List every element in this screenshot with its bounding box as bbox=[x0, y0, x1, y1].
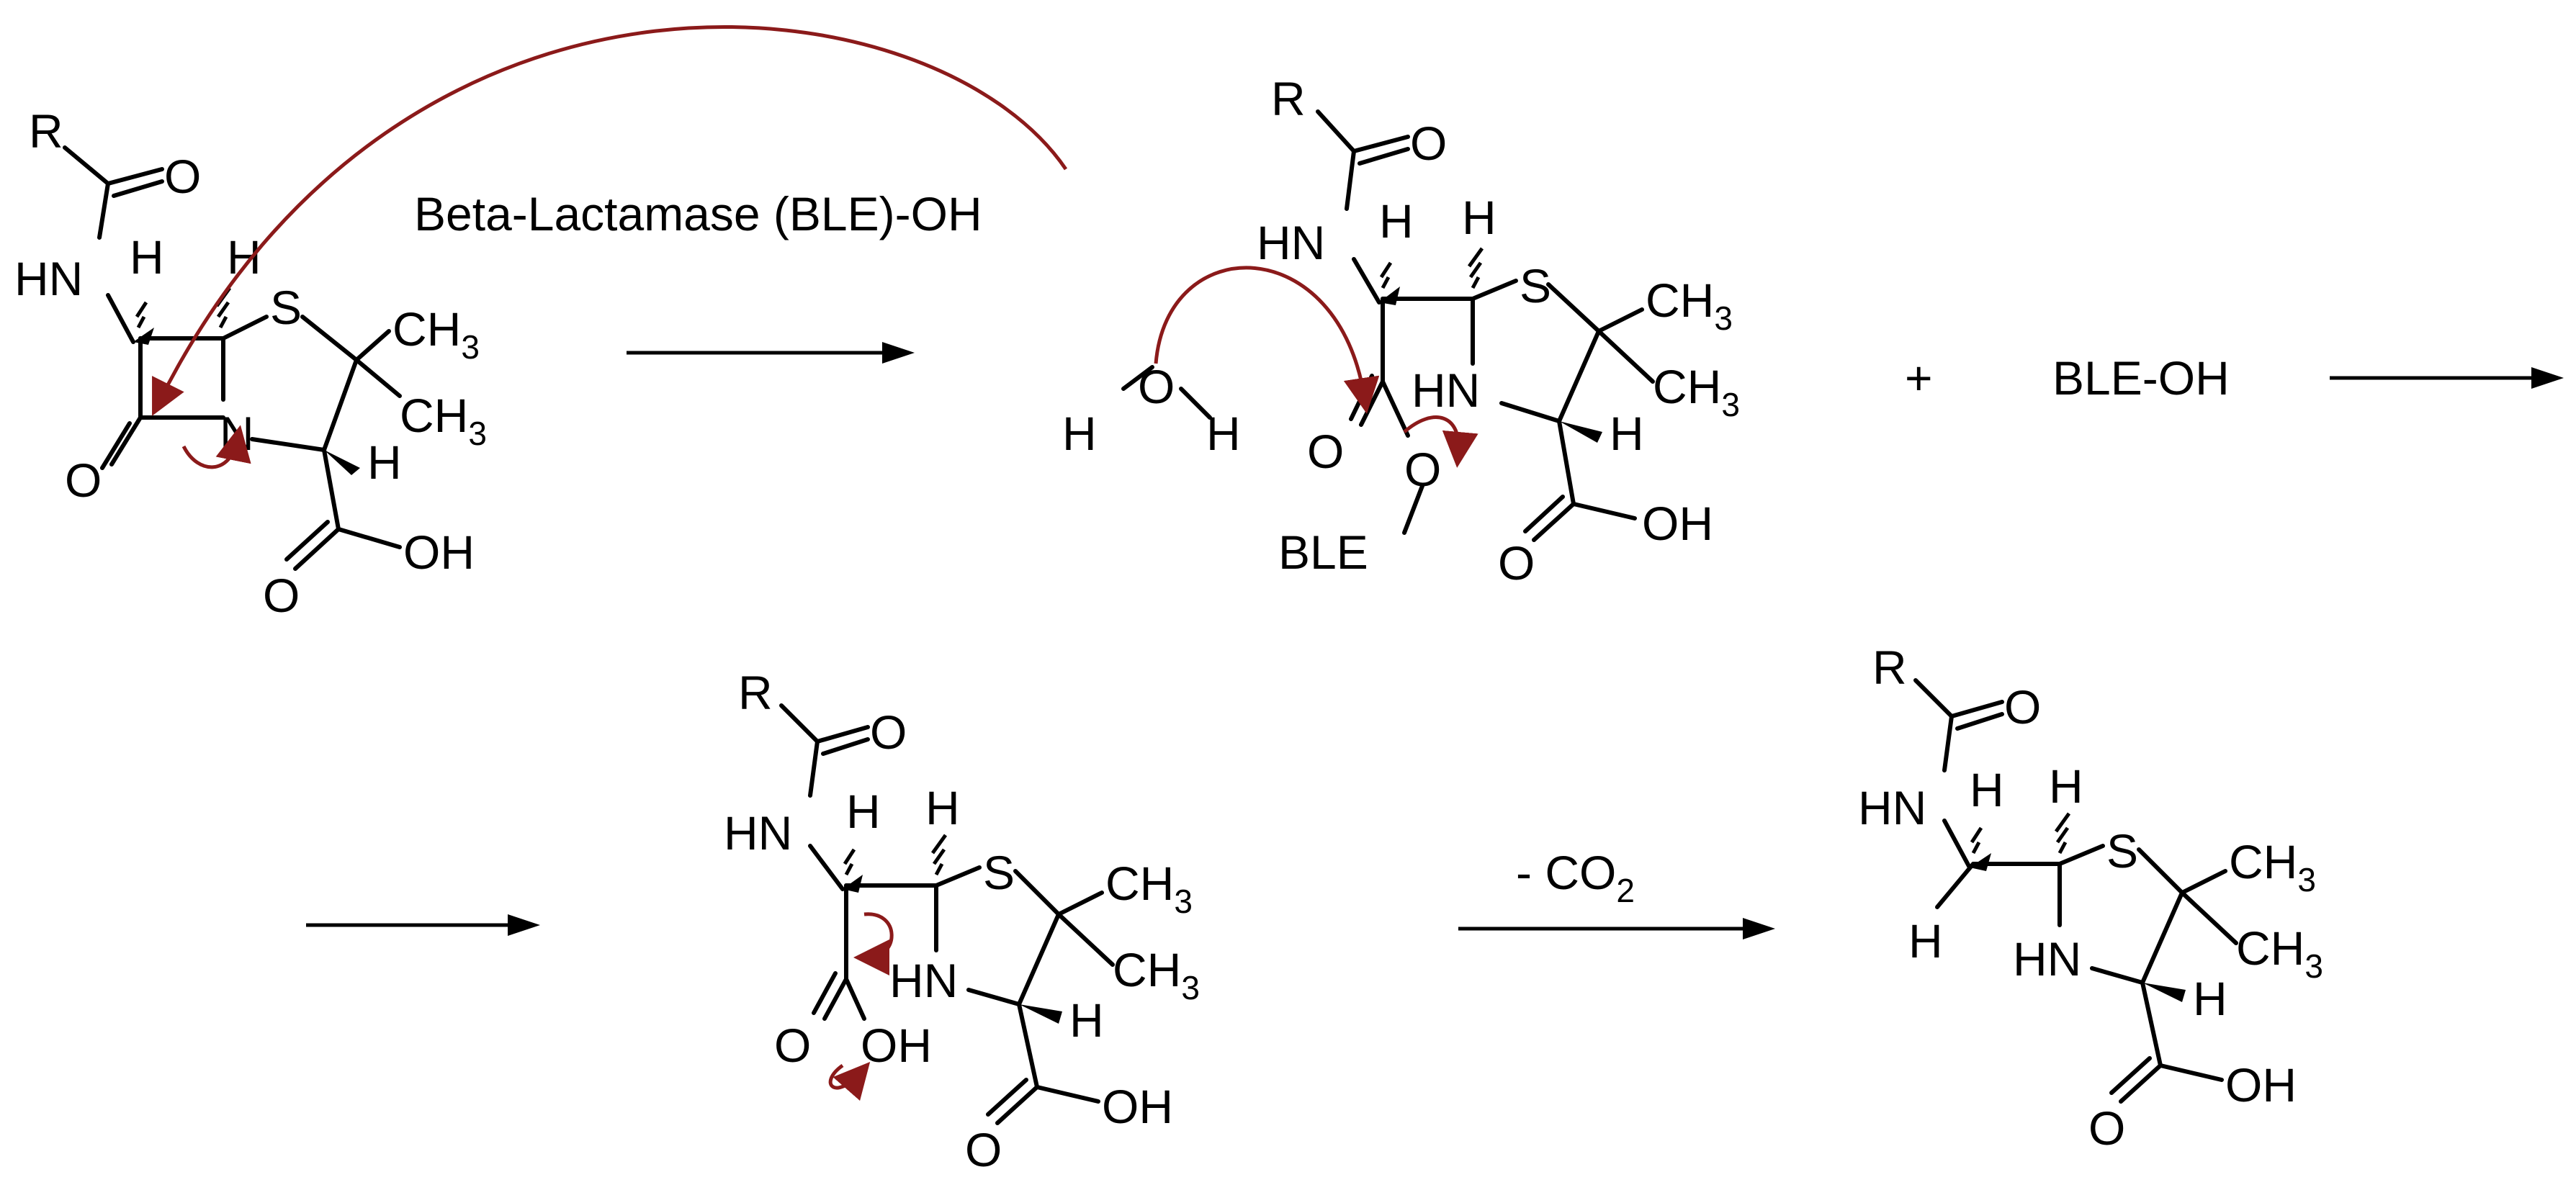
hydrogen-label: H bbox=[2049, 759, 2083, 813]
hydrogen-label: H bbox=[1462, 191, 1496, 244]
hydroxyl-label: OH bbox=[1642, 497, 1713, 550]
reaction-arrow bbox=[1458, 918, 1775, 939]
carboxyl-oh-label: OH bbox=[861, 1019, 932, 1072]
ble-label: BLE bbox=[1278, 526, 1368, 579]
hydrogen-label: H bbox=[2193, 972, 2227, 1025]
water-attack-arrow bbox=[1154, 266, 1380, 414]
carboxyl-oxygen-label: O bbox=[774, 1019, 811, 1072]
nucleophilic-attack-arrow bbox=[152, 25, 1068, 416]
acyl-enzyme-intermediate: R O HN H H S CH3 CH3 HN H O O BLE O OH H… bbox=[1062, 72, 1740, 590]
hydrogen-label: H bbox=[925, 781, 960, 834]
ring-nh-label: HN bbox=[2013, 932, 2081, 986]
amide-nh-label: HN bbox=[14, 252, 83, 305]
carbonyl-oxygen-label: O bbox=[1410, 117, 1447, 170]
ester-oxygen-label: O bbox=[1404, 443, 1441, 496]
r-group-label: R bbox=[1872, 641, 1907, 694]
ring-nh-label: HN bbox=[1412, 364, 1480, 417]
lactam-oxygen-label: O bbox=[65, 454, 102, 507]
sulfur-label: S bbox=[270, 281, 302, 334]
methyl-label: CH3 bbox=[1105, 857, 1193, 920]
methyl-label: CH3 bbox=[2229, 835, 2316, 898]
amide-nh-label: HN bbox=[1257, 216, 1325, 269]
hydrogen-label: H bbox=[367, 436, 402, 489]
acid-oxygen-label: O bbox=[965, 1123, 1002, 1176]
methyl-label: CH3 bbox=[1646, 274, 1733, 337]
methyl-label: CH3 bbox=[1653, 360, 1740, 423]
hydrogen-label: H bbox=[846, 785, 881, 838]
penicillin-molecule: R O HN H H S N O H CH3 CH3 O OH bbox=[14, 25, 1068, 622]
hydrogen-label: H bbox=[227, 230, 261, 284]
ring-nh-label: HN bbox=[889, 954, 958, 1007]
reaction-arrow bbox=[627, 342, 915, 364]
hydrogen-label: H bbox=[1610, 407, 1644, 460]
sulfur-label: S bbox=[983, 846, 1015, 899]
methyl-label: CH3 bbox=[392, 302, 480, 366]
plus-sign: + bbox=[1905, 351, 1933, 405]
methyl-label: CH3 bbox=[2236, 921, 2323, 985]
reagent-label: Beta-Lactamase (BLE)-OH bbox=[414, 187, 982, 240]
ester-cleavage-arrow bbox=[1403, 415, 1478, 468]
decarboxylation-arrow bbox=[853, 912, 894, 975]
sulfur-label: S bbox=[1520, 259, 1551, 312]
proton-transfer-arrow bbox=[828, 1061, 871, 1101]
amide-nh-label: HN bbox=[1858, 781, 1926, 834]
r-group-label: R bbox=[1271, 72, 1306, 125]
co2-loss-label: - CO2 bbox=[1516, 846, 1635, 909]
hydrogen-label: H bbox=[1069, 993, 1104, 1047]
hydroxyl-label: OH bbox=[1102, 1080, 1173, 1133]
reaction-arrow bbox=[306, 914, 540, 936]
hydrogen-label: H bbox=[130, 230, 164, 284]
penilloic-acid-molecule: R O HN H H S CH3 CH3 H HN H O OH bbox=[1858, 641, 2323, 1155]
water-h-label: H bbox=[1206, 407, 1241, 460]
carbonyl-oxygen-label: O bbox=[870, 706, 907, 759]
amide-nh-label: HN bbox=[724, 806, 792, 860]
penicilloic-acid-molecule: R O HN H H S CH3 CH3 HN H O OH O OH bbox=[724, 666, 1200, 1176]
bond-cleavage-arrow bbox=[181, 425, 251, 469]
carbonyl-oxygen-label: O bbox=[164, 150, 201, 203]
sulfur-label: S bbox=[2106, 824, 2138, 878]
hydrogen-label: H bbox=[1908, 914, 1943, 968]
carbonyl-oxygen-label: O bbox=[2004, 680, 2041, 734]
methyl-label: CH3 bbox=[1113, 943, 1200, 1006]
water-o-label: O bbox=[1138, 360, 1175, 413]
ble-oh-label: BLE-OH bbox=[2052, 351, 2230, 405]
hydrogen-label: H bbox=[1970, 763, 2004, 816]
hydroxyl-label: OH bbox=[403, 526, 475, 579]
hydroxyl-label: OH bbox=[2225, 1058, 2297, 1112]
ester-carbonyl-oxygen-label: O bbox=[1307, 425, 1344, 478]
hydrogen-label: H bbox=[1379, 194, 1414, 248]
methyl-label: CH3 bbox=[400, 389, 487, 452]
acid-oxygen-label: O bbox=[1498, 536, 1535, 590]
acid-oxygen-label: O bbox=[2088, 1101, 2125, 1155]
r-group-label: R bbox=[738, 666, 773, 719]
nitrogen-label: N bbox=[220, 407, 254, 460]
r-group-label: R bbox=[29, 104, 63, 158]
water-h-label: H bbox=[1062, 407, 1097, 460]
acid-oxygen-label: O bbox=[263, 569, 300, 622]
reaction-arrow bbox=[2330, 367, 2564, 389]
